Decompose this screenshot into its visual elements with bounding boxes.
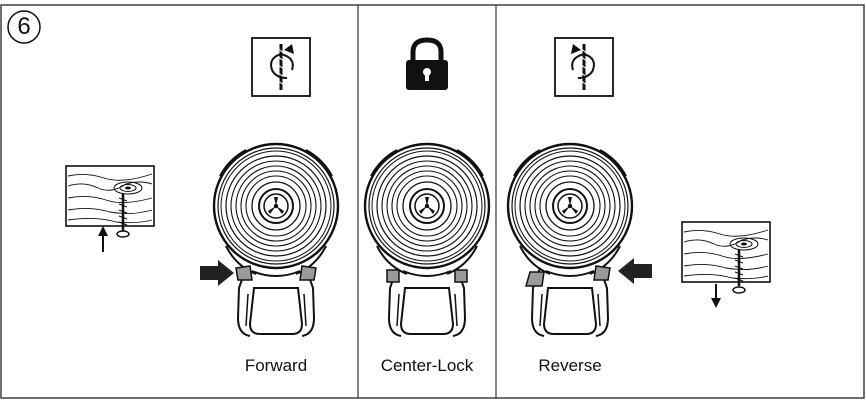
arrow-down-icon [711, 284, 721, 308]
direction-switch-left [526, 272, 544, 286]
direction-switch-right [300, 266, 316, 280]
wood-block-forward [66, 166, 154, 237]
label-reverse: Reverse [500, 356, 640, 376]
wood-block-reverse [682, 222, 770, 293]
clockwise-rotation-icon [252, 38, 310, 96]
drill-forward [214, 144, 338, 336]
direction-switch-left [236, 266, 252, 280]
direction-switch-left [387, 270, 399, 282]
padlock-icon [406, 40, 448, 90]
label-forward: Forward [206, 356, 346, 376]
push-arrow-reverse-icon [618, 258, 652, 284]
drill-reverse [508, 144, 632, 336]
counterclockwise-rotation-icon [555, 38, 613, 96]
push-arrow-forward-icon [200, 260, 234, 286]
drill-center-lock [365, 144, 489, 336]
label-center-lock: Center-Lock [357, 356, 497, 376]
arrow-up-icon [98, 226, 108, 252]
direction-switch-right [455, 270, 467, 282]
step-number: 6 [7, 10, 41, 44]
direction-switch-right [594, 266, 610, 280]
